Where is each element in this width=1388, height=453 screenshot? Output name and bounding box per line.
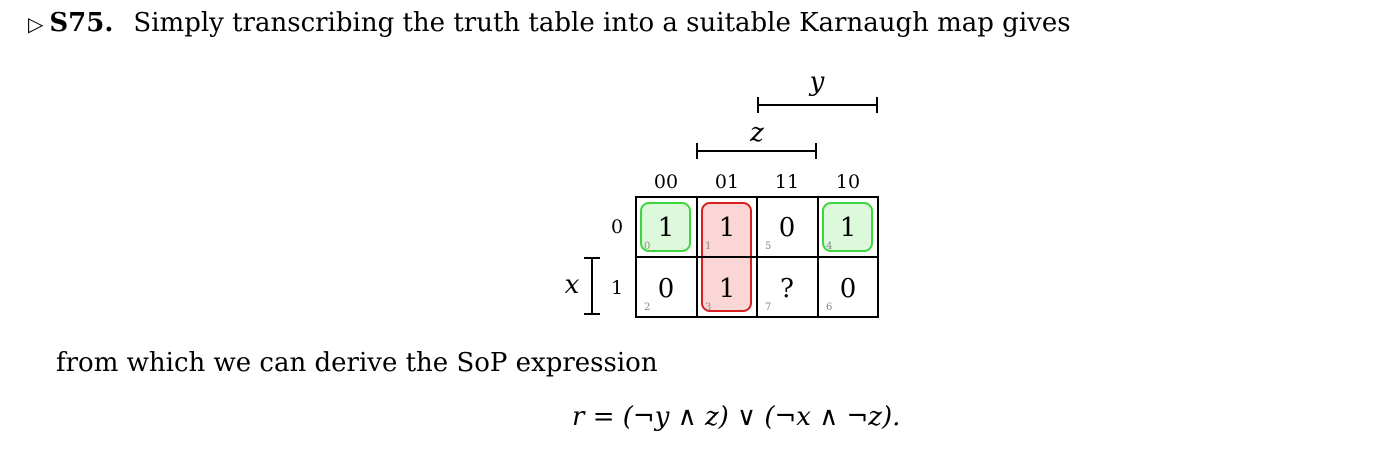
sop-expression: r = (¬y ∧ z) ∨ (¬x ∧ ¬z). [572, 402, 900, 432]
derivation-sentence: from which we can derive the SoP express… [56, 348, 658, 378]
triangle-marker-icon: ▷ [28, 12, 44, 36]
var-z-label: z [749, 118, 764, 148]
green-group-cell-4 [822, 202, 873, 252]
z-bracket [696, 143, 817, 159]
formula-lhs: r [572, 402, 585, 432]
exercise-heading: ▷S75. Simply transcribing the truth table… [28, 8, 1071, 38]
var-x-label: x [565, 270, 580, 300]
green-group-cell-0 [640, 202, 691, 252]
row-label-0: 0 [611, 216, 623, 238]
cell-index: 7 [765, 302, 771, 313]
var-y-label: y [809, 67, 825, 97]
cell-index: 1 [705, 241, 711, 252]
x-bracket [584, 257, 600, 315]
exercise-number: S75. [49, 8, 114, 38]
cell-value: 1 [658, 213, 675, 243]
kmap-grid [635, 196, 879, 318]
cell-index: 0 [644, 241, 650, 252]
y-bracket [757, 97, 878, 113]
row-label-1: 1 [611, 277, 623, 299]
cell-value: 1 [840, 213, 857, 243]
cell-index: 5 [765, 241, 771, 252]
cell-index: 3 [705, 302, 711, 313]
cell-index: 6 [826, 302, 832, 313]
cell-value: 0 [658, 274, 675, 304]
cell-index: 2 [644, 302, 650, 313]
column-label-11: 11 [775, 171, 799, 193]
cell-value: 0 [840, 274, 857, 304]
column-label-00: 00 [654, 171, 678, 193]
column-label-10: 10 [836, 171, 860, 193]
exercise-intro-text: Simply transcribing the truth table into… [133, 8, 1071, 38]
cell-value: 1 [719, 213, 736, 243]
cell-value: 0 [779, 213, 796, 243]
formula-rhs: (¬y ∧ z) ∨ (¬x ∧ ¬z). [622, 402, 901, 432]
formula-equals: = [592, 402, 615, 432]
column-label-01: 01 [715, 171, 739, 193]
cell-value: 1 [719, 274, 736, 304]
cell-value: ? [780, 274, 794, 304]
cell-index: 4 [826, 241, 832, 252]
